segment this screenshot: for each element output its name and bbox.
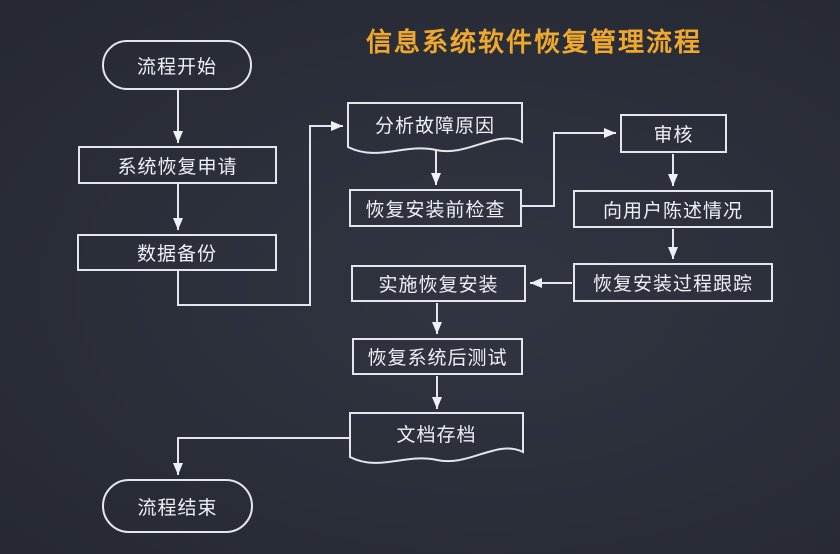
node-archive-document-shape <box>349 412 524 464</box>
node-start: 流程开始 <box>102 40 252 90</box>
node-explain: 向用户陈述情况 <box>573 190 773 228</box>
node-backup: 数据备份 <box>77 234 277 271</box>
node-end: 流程结束 <box>102 479 253 533</box>
node-archive: 文档存档 <box>396 424 477 446</box>
node-review: 审核 <box>620 114 727 153</box>
node-track: 恢复安装过程跟踪 <box>573 263 773 302</box>
node-precheck: 恢复安装前检查 <box>349 189 522 227</box>
edge-archive-end <box>173 437 350 475</box>
node-test: 恢复系统后测试 <box>352 338 523 375</box>
edge-precheck-review <box>522 128 616 207</box>
node-analyze-document-shape <box>347 102 523 154</box>
node-request: 系统恢复申请 <box>78 146 277 184</box>
edge-backup-analyze <box>177 121 343 306</box>
node-install: 实施恢复安装 <box>351 265 526 302</box>
node-analyze: 分析故障原因 <box>374 115 495 137</box>
diagram-title: 信息系统软件恢复管理流程 <box>365 27 702 57</box>
